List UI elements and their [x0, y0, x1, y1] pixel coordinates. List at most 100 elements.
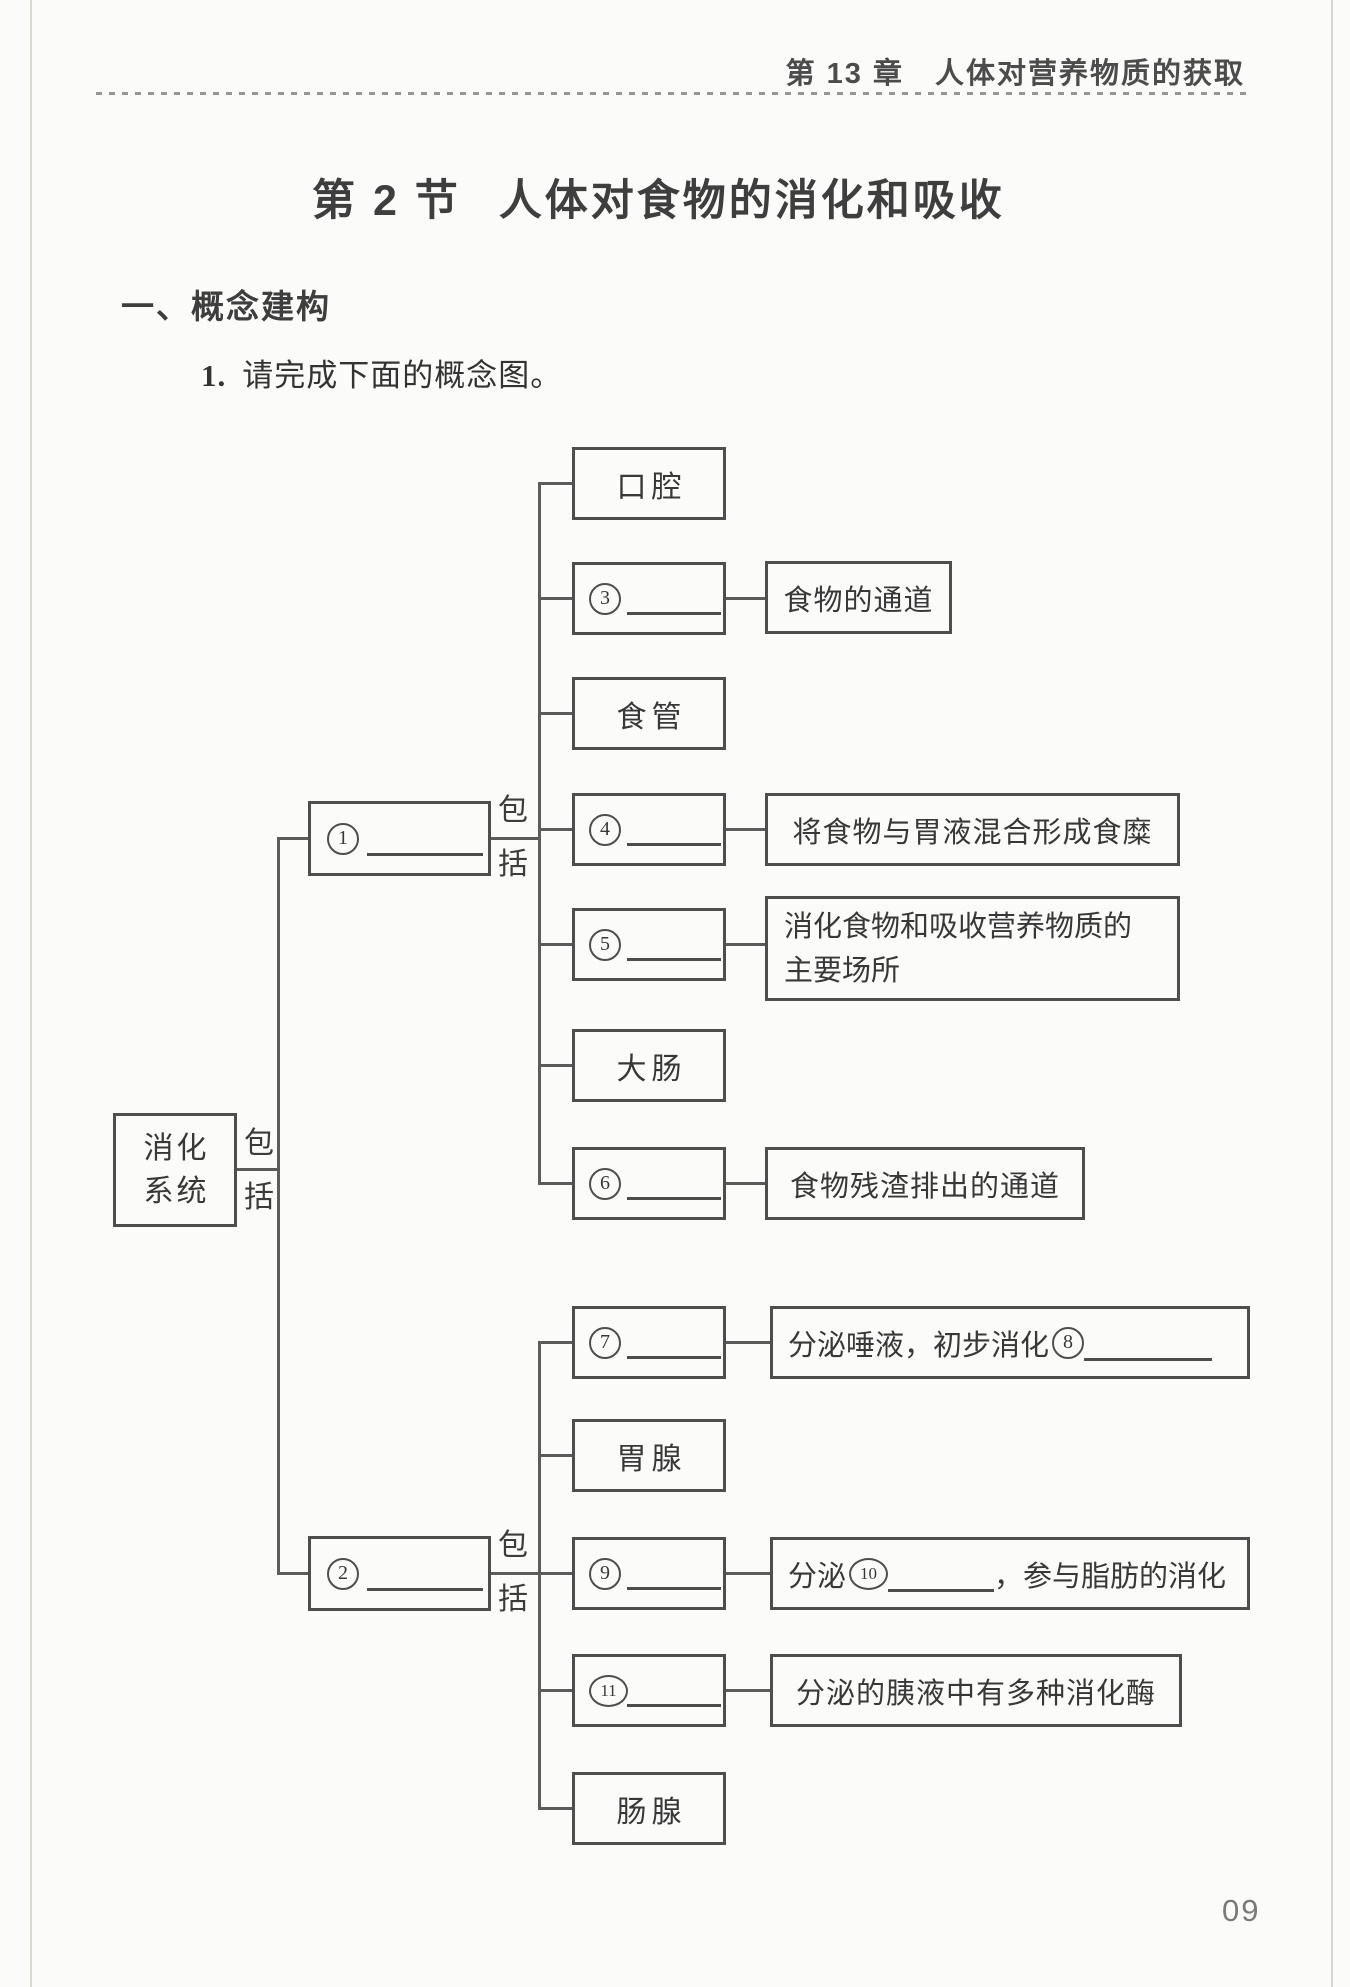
section-title: 第 2 节人体对食物的消化和吸收: [312, 166, 1005, 228]
node-blank-1: 1: [308, 801, 491, 876]
item-number: 1.: [201, 358, 227, 393]
desc-bile-gland: 分泌 10 ，参与脂肪的消化: [770, 1537, 1250, 1610]
connector-line: [538, 1064, 572, 1067]
circled-number-10: 10: [849, 1557, 889, 1590]
circled-number-9: 9: [589, 1557, 621, 1590]
connector-line: [726, 1341, 770, 1344]
include-label-top: 包: [244, 1127, 274, 1160]
connector-line: [726, 1689, 770, 1692]
include-label-bottom: 括: [498, 1583, 528, 1616]
connector-line: [726, 1182, 765, 1185]
part-heading: 一、概念建构: [121, 288, 331, 325]
circled-number-5: 5: [589, 928, 621, 961]
include-label-top: 包: [498, 1529, 528, 1562]
connector-line: [726, 828, 765, 831]
connector-line: [538, 597, 572, 600]
connector-line: [726, 597, 765, 600]
desc-text: 消化食物和吸收营养物质的: [784, 910, 1133, 943]
include-label-bottom: 括: [244, 1181, 274, 1214]
node-oral-cavity: 口腔: [572, 447, 726, 520]
blank-line: [627, 1356, 721, 1359]
blank-line: [1084, 1358, 1213, 1361]
node-label: 大肠: [616, 1052, 687, 1086]
node-label: 口腔: [616, 470, 687, 504]
page-number: 09: [1222, 1893, 1261, 1928]
item-line: 1. 请完成下面的概念图。: [201, 350, 562, 395]
blank-line: [627, 612, 721, 615]
connector-line: [726, 943, 765, 946]
connector-line: [538, 1689, 572, 1692]
node-blank-5: 5: [572, 908, 726, 981]
blank-line: [888, 1589, 995, 1592]
connector-line: [538, 482, 572, 485]
connector-line: [491, 1572, 538, 1575]
connector-line: [538, 1807, 572, 1810]
connector-line: [538, 1572, 572, 1575]
circled-number-6: 6: [589, 1167, 621, 1200]
node-blank-6: 6: [572, 1147, 726, 1220]
connector-line: [280, 837, 308, 840]
node-gastric-gland: 胃腺: [572, 1419, 726, 1492]
connector-line: [280, 1572, 308, 1575]
node-large-intestine: 大肠: [572, 1029, 726, 1102]
node-label: 食管: [616, 700, 687, 734]
connector-line: [538, 1454, 572, 1457]
desc-text: 分泌唾液，初步消化: [788, 1329, 1050, 1362]
circled-number-3: 3: [589, 582, 621, 615]
desc-text: 分泌: [788, 1560, 847, 1593]
connector-line: [237, 1168, 277, 1171]
blank-line: [627, 1587, 721, 1590]
connector-line: [538, 828, 572, 831]
circled-number-1: 1: [327, 822, 359, 855]
connector-line: [538, 1341, 572, 1344]
desc-text: ，参与脂肪的消化: [994, 1560, 1227, 1593]
section-name: 人体对食物的消化和吸收: [498, 177, 1005, 225]
node-blank-3: 3: [572, 562, 726, 635]
section-number: 第 2 节: [312, 177, 461, 225]
desc-chyme: 将食物与胃液混合形成食糜: [765, 793, 1180, 866]
connector-line: [491, 837, 538, 840]
connector-line: [538, 1182, 572, 1185]
circled-number-8: 8: [1052, 1326, 1085, 1359]
page-right-edge: [1331, 0, 1333, 1987]
desc-pancreatic-juice: 分泌的胰液中有多种消化酶: [770, 1654, 1182, 1727]
blank-line: [627, 1704, 721, 1707]
desc-main-digestion-site: 消化食物和吸收营养物质的 主要场所: [765, 896, 1180, 1001]
circled-number-4: 4: [589, 813, 621, 846]
desc-text: 食物残渣排出的通道: [789, 1170, 1060, 1203]
connector-line: [726, 1572, 770, 1575]
item-text: 请完成下面的概念图。: [242, 358, 563, 393]
page-left-edge: [30, 0, 32, 1987]
node-label: 肠腺: [616, 1795, 687, 1829]
blank-line: [367, 853, 483, 856]
chapter-header: 第 13 章 人体对营养物质的获取: [785, 58, 1245, 90]
desc-food-channel: 食物的通道: [765, 561, 952, 634]
circled-number-2: 2: [327, 1557, 359, 1590]
node-blank-11: 11: [572, 1654, 726, 1727]
blank-line: [367, 1588, 483, 1591]
node-blank-2: 2: [308, 1536, 491, 1611]
desc-text: 主要场所: [784, 954, 901, 987]
node-label: 消化: [143, 1132, 210, 1165]
connector-line: [538, 712, 572, 715]
desc-salivary-gland: 分泌唾液，初步消化 8: [770, 1306, 1250, 1379]
connector-line: [538, 1341, 541, 1810]
connector-line: [538, 482, 541, 1185]
connector-line: [277, 837, 280, 1575]
node-intestinal-gland: 肠腺: [572, 1772, 726, 1845]
header-dashed-rule: [96, 92, 1246, 95]
desc-residue-channel: 食物残渣排出的通道: [765, 1147, 1085, 1220]
blank-line: [627, 958, 721, 961]
blank-line: [627, 1197, 721, 1200]
node-esophagus: 食管: [572, 677, 726, 750]
circled-number-7: 7: [589, 1326, 621, 1359]
include-label-top: 包: [498, 794, 528, 827]
desc-text: 食物的通道: [783, 584, 934, 617]
node-blank-7: 7: [572, 1306, 726, 1379]
node-digestive-system: 消化 系统: [113, 1113, 237, 1227]
desc-text: 分泌的胰液中有多种消化酶: [795, 1677, 1156, 1710]
node-blank-9: 9: [572, 1537, 726, 1610]
node-blank-4: 4: [572, 793, 726, 866]
circled-number-11: 11: [589, 1674, 628, 1707]
